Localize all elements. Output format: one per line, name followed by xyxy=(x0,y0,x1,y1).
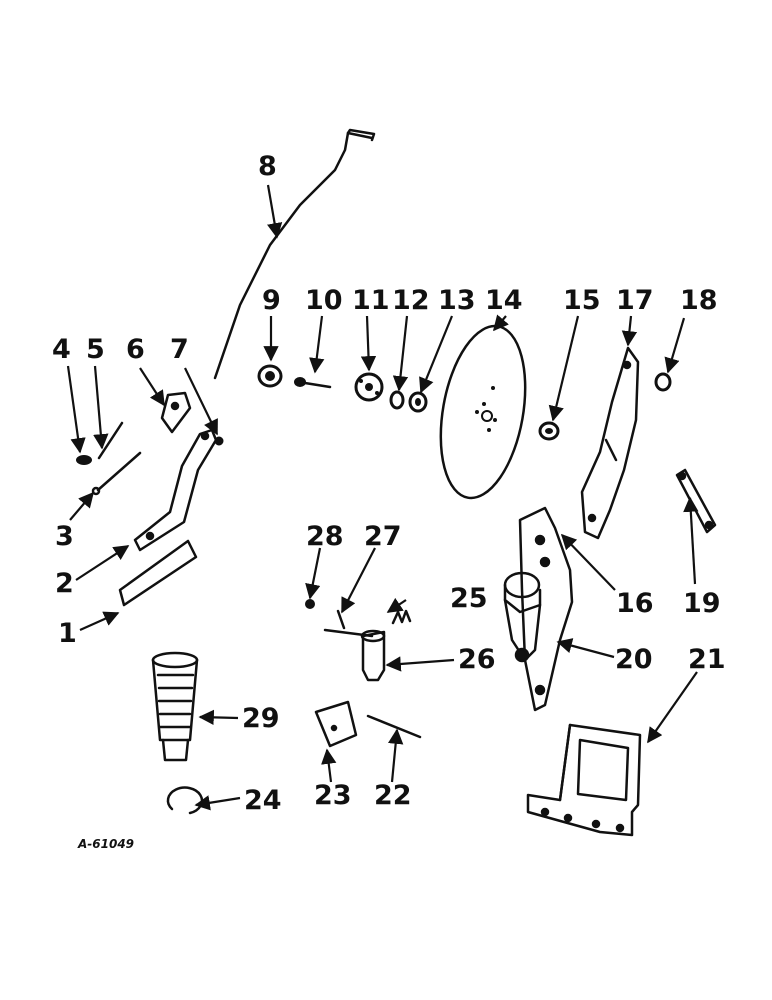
part-arm-plate xyxy=(580,346,640,540)
part-spring xyxy=(391,609,412,625)
part-bracket xyxy=(160,391,192,434)
part-spring-pin xyxy=(97,421,124,460)
part-rod-handle xyxy=(213,128,376,380)
part-blade xyxy=(118,539,198,607)
part-key xyxy=(76,455,92,465)
part-bearing xyxy=(257,364,283,388)
callout-4: 4 xyxy=(52,334,71,365)
part-small-pin xyxy=(305,599,315,609)
callout-23: 23 xyxy=(314,780,352,811)
callout-17: 17 xyxy=(616,285,654,316)
part-shaft xyxy=(323,609,374,638)
callout-24: 24 xyxy=(244,785,282,816)
callout-9: 9 xyxy=(262,285,281,316)
callout-10: 10 xyxy=(305,285,343,316)
callout-18: 18 xyxy=(680,285,718,316)
part-snap-ring xyxy=(166,786,204,815)
callout-7: 7 xyxy=(170,334,189,365)
callout-1: 1 xyxy=(58,618,77,649)
callout-numbers: 1 2 3 4 5 6 7 8 9 10 11 12 13 14 15 16 1… xyxy=(52,151,726,816)
callout-14: 14 xyxy=(485,285,523,316)
part-hook-rod xyxy=(91,451,142,496)
part-link xyxy=(675,468,717,534)
callout-leaders xyxy=(66,184,699,811)
part-bushing xyxy=(538,421,560,441)
part-nut-small xyxy=(214,436,224,446)
callout-5: 5 xyxy=(86,334,105,365)
callout-8: 8 xyxy=(258,151,277,182)
callout-19: 19 xyxy=(683,588,721,619)
part-washer xyxy=(389,390,405,410)
callout-21: 21 xyxy=(688,644,726,675)
part-clamp xyxy=(503,571,542,663)
part-small-nut xyxy=(654,372,672,392)
callout-15: 15 xyxy=(563,285,601,316)
callout-11: 11 xyxy=(352,285,390,316)
callout-6: 6 xyxy=(126,334,145,365)
callout-26: 26 xyxy=(458,644,496,675)
part-tube xyxy=(151,651,199,762)
callout-16: 16 xyxy=(616,588,654,619)
callout-27: 27 xyxy=(364,521,402,552)
part-flange xyxy=(354,372,384,402)
drawing-code: A-61049 xyxy=(77,837,134,851)
callout-29: 29 xyxy=(242,703,280,734)
callout-22: 22 xyxy=(374,780,412,811)
part-bearing-housing xyxy=(360,629,386,682)
callout-20: 20 xyxy=(615,644,653,675)
callout-25: 25 xyxy=(450,583,488,614)
part-pin xyxy=(366,714,422,739)
part-lever-arm xyxy=(133,428,218,552)
callout-2: 2 xyxy=(55,568,74,599)
callout-13: 13 xyxy=(438,285,476,316)
part-bolt xyxy=(294,377,332,389)
callout-28: 28 xyxy=(306,521,344,552)
callout-3: 3 xyxy=(55,521,74,552)
part-nut xyxy=(408,391,428,413)
part-disc xyxy=(439,324,527,500)
callout-12: 12 xyxy=(392,285,430,316)
part-small-plate xyxy=(314,700,358,748)
part-frame-bracket xyxy=(526,723,642,837)
